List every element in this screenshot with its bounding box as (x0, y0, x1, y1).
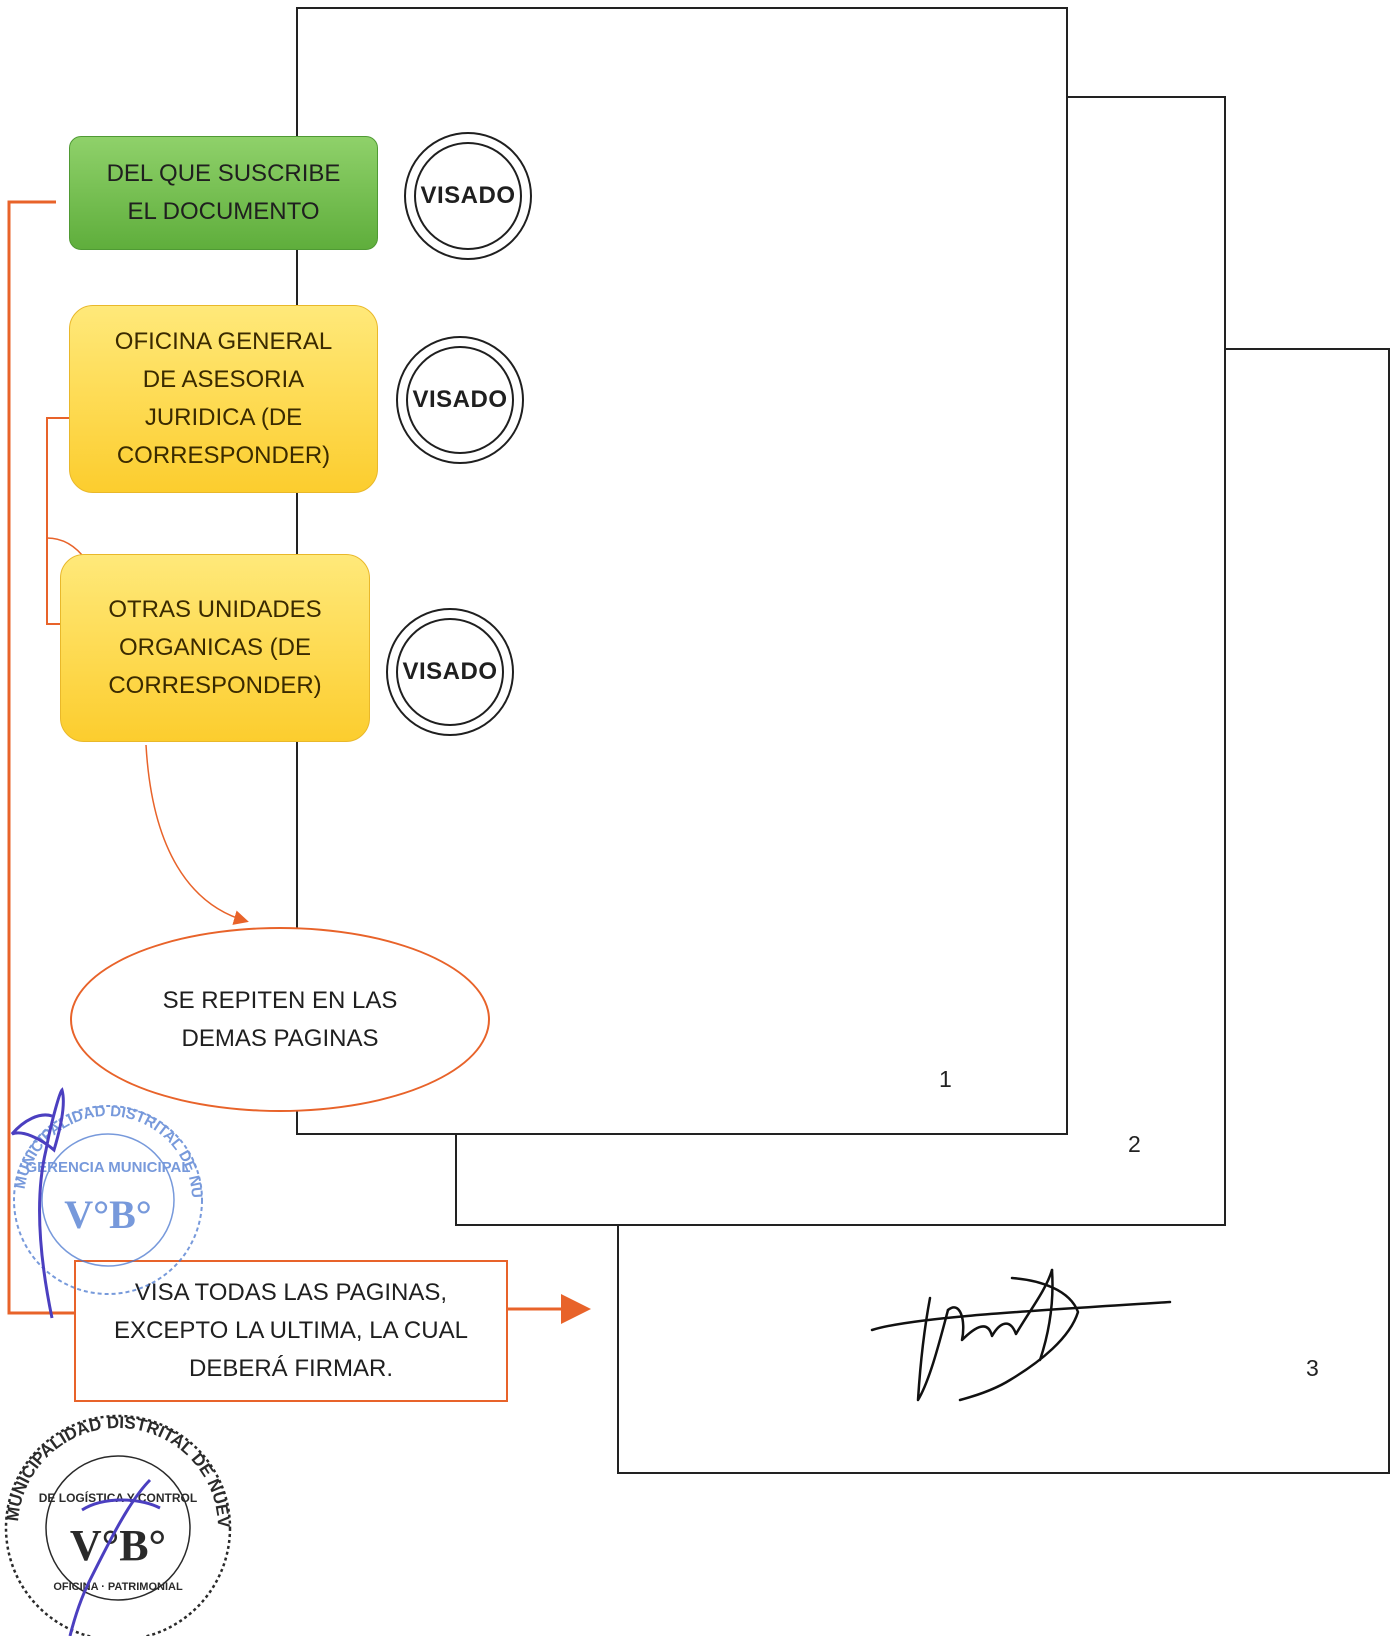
box-asesoria-juridica-label: OFICINA GENERAL DE ASESORIA JURIDICA (DE… (114, 328, 333, 469)
box-asesoria-juridica: OFICINA GENERAL DE ASESORIA JURIDICA (DE… (69, 305, 378, 493)
visado-stamp-1: VISADO (404, 132, 532, 260)
visado-stamp-2-label: VISADO (412, 386, 508, 413)
svg-text:OFICINA · PATRIMONIAL: OFICINA · PATRIMONIAL (53, 1581, 183, 1593)
sign-instruction-box: VISA TODAS LAS PAGINAS, EXCEPTO LA ULTIM… (74, 1260, 508, 1402)
repeat-curve-arrow (145, 744, 249, 925)
visado-stamp-2: VISADO (396, 336, 524, 464)
sign-instruction-text: VISA TODAS LAS PAGINAS, EXCEPTO LA ULTIM… (114, 1279, 468, 1382)
page-1-number: 1 (939, 1066, 952, 1092)
box-otras-unidades-label: OTRAS UNIDADES ORGANICAS (DE CORRESPONDE… (108, 596, 322, 699)
visado-stamp-1-label: VISADO (420, 182, 516, 209)
page-3-number: 3 (1306, 1355, 1319, 1381)
box-del-que-suscribe-label: DEL QUE SUSCRIBE EL DOCUMENTO (106, 160, 341, 225)
visado-stamp-3-label: VISADO (402, 658, 498, 685)
box-otras-unidades: OTRAS UNIDADES ORGANICAS (DE CORRESPONDE… (60, 554, 370, 742)
repeat-note-ellipse: SE REPITEN EN LAS DEMAS PAGINAS (70, 927, 490, 1112)
visado-stamp-3: VISADO (386, 608, 514, 736)
svg-text:V°B°: V°B° (70, 1521, 166, 1570)
visa-scribble-1-icon (10, 1087, 65, 1319)
svg-text:GERENCIA MUNICIPAL: GERENCIA MUNICIPAL (26, 1159, 191, 1176)
box-del-que-suscribe: DEL QUE SUSCRIBE EL DOCUMENTO (69, 136, 378, 250)
main-bracket-line (7, 200, 74, 1315)
visa-scribble-2-icon (68, 1478, 161, 1636)
page-2-number: 2 (1128, 1131, 1141, 1157)
repeat-note-text: SE REPITEN EN LAS DEMAS PAGINAS (162, 986, 398, 1052)
svg-text:V°B°: V°B° (64, 1192, 152, 1237)
svg-text:DE LOGÍSTICA Y CONTROL: DE LOGÍSTICA Y CONTROL (39, 1490, 197, 1505)
